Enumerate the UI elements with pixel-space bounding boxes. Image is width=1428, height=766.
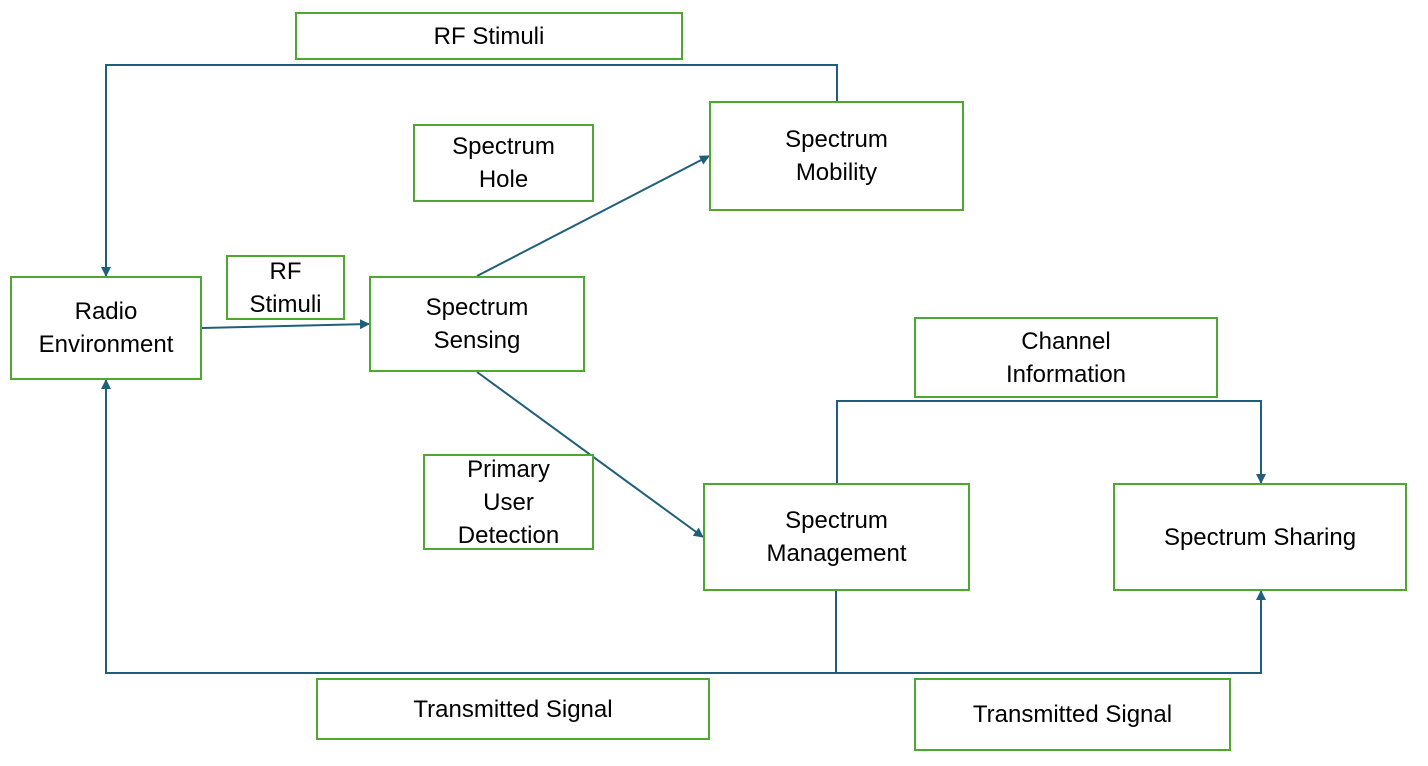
arrow-transmitted-to-radio [101, 379, 837, 674]
label-rf-stimuli-top: RF Stimuli [295, 12, 683, 60]
label-transmitted-signal-right: Transmitted Signal [914, 678, 1231, 751]
arrow-rf-stimuli-feedback [101, 64, 838, 277]
node-spectrum-sharing: Spectrum Sharing [1113, 483, 1407, 591]
label-transmitted-signal-left: Transmitted Signal [316, 678, 710, 740]
label-rf-stimuli-small: RF Stimuli [226, 255, 345, 320]
label-primary-user-detection: Primary User Detection [423, 454, 594, 550]
label-channel-information: Channel Information [914, 317, 1218, 398]
node-spectrum-management: Spectrum Management [703, 483, 970, 591]
arrow-transmitted-to-sharing [836, 590, 1266, 674]
arrow-radio-to-sensing [201, 319, 370, 330]
arrow-sensing-to-mobility [476, 155, 710, 277]
node-spectrum-sensing: Spectrum Sensing [369, 276, 585, 372]
node-spectrum-mobility: Spectrum Mobility [709, 101, 964, 211]
label-spectrum-hole: Spectrum Hole [413, 124, 594, 202]
node-radio-environment: Radio Environment [10, 276, 202, 380]
arrow-channel-info-to-sharing [836, 400, 1266, 484]
